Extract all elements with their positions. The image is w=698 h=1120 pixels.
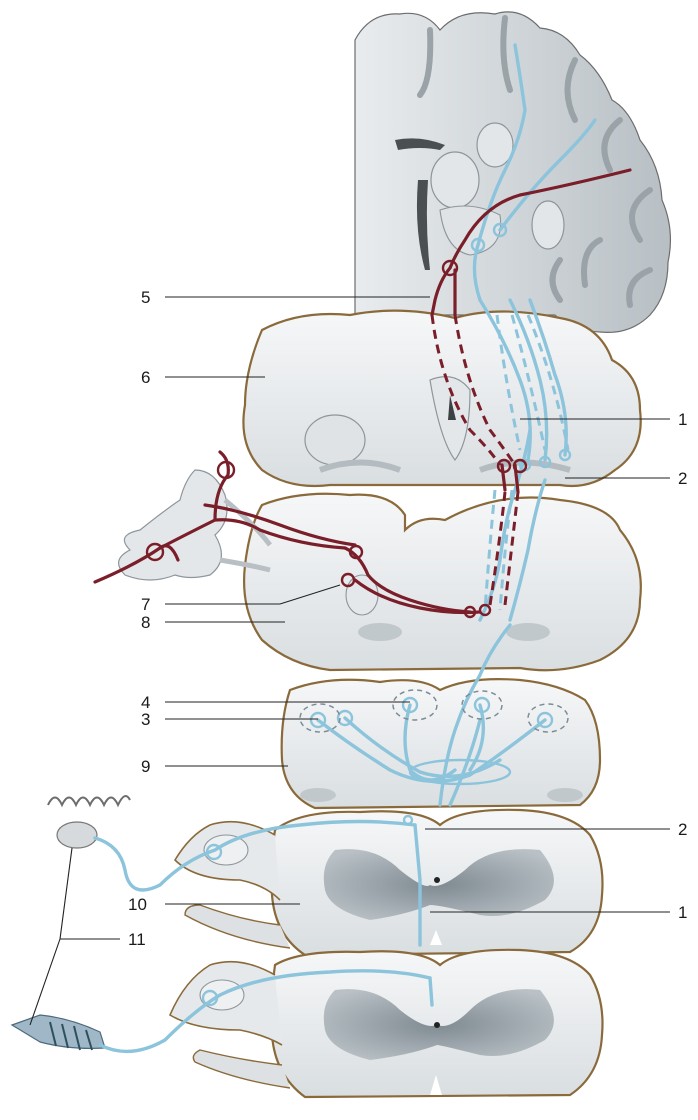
label-2-lower: 2 — [678, 820, 687, 839]
label-10: 10 — [128, 895, 147, 914]
label-6: 6 — [141, 368, 150, 387]
midbrain-section — [243, 311, 640, 486]
skin-receptor — [48, 796, 130, 848]
label-3: 3 — [141, 710, 150, 729]
label-1-lower: 1 — [678, 903, 687, 922]
label-2-upper: 2 — [678, 469, 687, 488]
label-5: 5 — [141, 288, 150, 307]
spinal-cord-segment-upper — [175, 810, 603, 955]
muscle-receptor — [12, 1015, 105, 1050]
pons-section — [119, 470, 641, 670]
label-8: 8 — [141, 613, 150, 632]
label-1-upper: 1 — [678, 410, 687, 429]
label-9: 9 — [141, 757, 150, 776]
label-7: 7 — [141, 595, 150, 614]
label-11: 11 — [128, 930, 146, 949]
